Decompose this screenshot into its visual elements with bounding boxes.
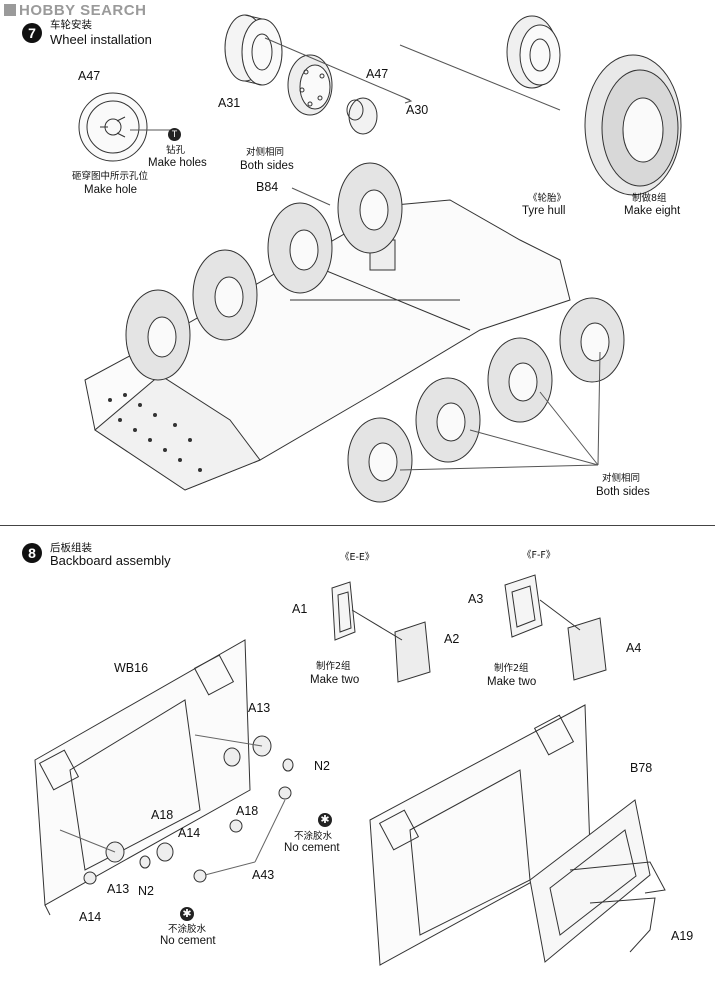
a31-wheel-rim (224, 14, 283, 86)
label-a14-mid: A14 (178, 826, 201, 840)
make-two-zh-1: 制作2组 (316, 661, 351, 672)
left-part-leaders (59, 734, 286, 876)
ff-section-label: 《F-F》 (522, 550, 556, 561)
b78-frame (529, 799, 666, 963)
logo-square-icon (4, 4, 16, 16)
label-n2-top: N2 (314, 759, 330, 773)
label-a1: A1 (292, 602, 308, 616)
drill-note: Make holes (148, 157, 207, 169)
ee-section-label: 《E-E》 (340, 552, 375, 563)
tyre-hull-label: Tyre hull (522, 205, 566, 217)
label-a31: A31 (218, 96, 241, 110)
a30-cap (346, 97, 378, 135)
label-a4: A4 (626, 641, 642, 655)
label-a47-top: A47 (78, 69, 101, 83)
label-a13-bottom: A13 (107, 882, 130, 896)
watermark-logo: HOBBY SEARCH (4, 2, 146, 19)
ff-bracket-parts (504, 574, 607, 681)
label-b78: B78 (630, 761, 653, 775)
both-sides-zh-bottom: 对侧相同 (602, 473, 641, 484)
hole-note: Make hole (84, 184, 138, 196)
make-eight-label: Make eight (624, 205, 681, 217)
label-a47-side: A47 (366, 67, 389, 81)
step-7-title: Wheel installation (50, 32, 152, 47)
label-a43: A43 (252, 868, 275, 882)
make-two-1: Make two (310, 674, 360, 686)
no-cement-2: No cement (160, 935, 216, 947)
label-a18-right: A18 (236, 804, 259, 818)
no-cement-icon-2: ✱ (180, 907, 194, 921)
hole-note-zh: 砸穿图中所示孔位 (72, 171, 149, 182)
ee-bracket-parts (331, 581, 431, 683)
label-a30: A30 (406, 103, 429, 117)
step7-arrows (130, 37, 561, 131)
make-two-2: Make two (487, 676, 537, 688)
label-a13-top: A13 (248, 701, 271, 715)
no-cement-zh-2: 不涂胶水 (168, 924, 207, 935)
both-sides-bottom: Both sides (596, 486, 650, 498)
label-b84: B84 (256, 180, 279, 194)
no-cement-zh-1: 不涂胶水 (294, 831, 333, 842)
no-cement-1: No cement (284, 842, 340, 854)
wb16-backboard (34, 639, 251, 916)
no-cement-icon-1: ✱ (318, 813, 332, 827)
label-a2: A2 (444, 632, 460, 646)
both-sides-top: Both sides (240, 160, 294, 172)
drill-note-zh: 钻孔 (166, 145, 186, 156)
step-divider (0, 525, 715, 526)
step-8-title: Backboard assembly (50, 553, 171, 568)
step-8-badge: 8 (22, 543, 42, 563)
make-two-zh-2: 制作2组 (494, 663, 529, 674)
chassis-wheel-hubs (147, 189, 610, 482)
label-a3: A3 (468, 592, 484, 606)
tyre-hull-zh: 《轮胎》 (528, 193, 567, 204)
both-sides-zh-top: 对侧相同 (246, 147, 285, 158)
tyre-rim-assembly (506, 15, 682, 196)
label-a18-left: A18 (151, 808, 174, 822)
label-n2-bottom: N2 (138, 884, 154, 898)
a47-hole-disc (78, 92, 148, 162)
make-eight-zh: 制做8组 (632, 193, 667, 204)
step-7-badge: 7 (22, 23, 42, 43)
both-sides-leaders (291, 187, 601, 471)
step-7-title-zh: 车轮安装 (50, 19, 92, 31)
step-8-title-zh: 后板组装 (50, 542, 92, 554)
label-a19: A19 (671, 929, 694, 943)
label-wb16: WB16 (114, 661, 149, 675)
label-a14-bottom: A14 (79, 910, 102, 924)
drill-icon: T (168, 128, 181, 141)
a47-hub (287, 54, 333, 116)
